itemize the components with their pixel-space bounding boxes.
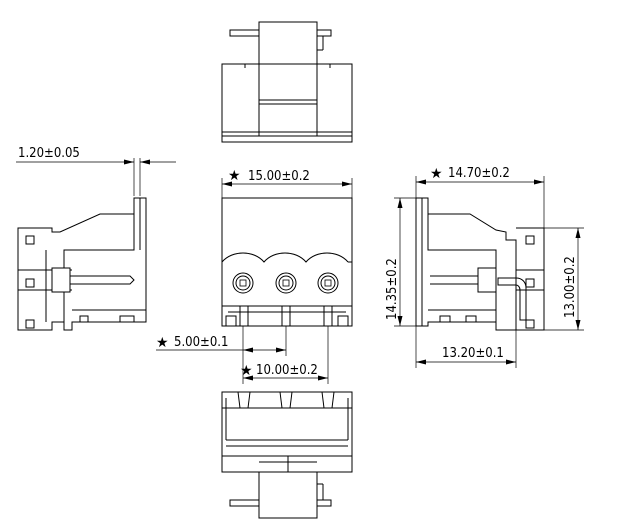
dim-side-height-right: 13.00±0.2 [544, 227, 584, 331]
dim-side-height-label: 14.35±0.2 [385, 258, 400, 320]
dim-side-depth-bottom-label: 13.20±0.1 [442, 346, 504, 361]
dim-pitch-label: 5.00±0.1 [174, 335, 228, 350]
left-side-view [17, 197, 147, 331]
bottom-view [221, 391, 353, 519]
dim-width-front: ★ 15.00±0.2 [221, 168, 353, 198]
dim-two-pitch-label: 10.00±0.2 [256, 363, 318, 378]
dim-side-depth-top: ★ 14.70±0.2 [415, 166, 545, 228]
dim-pitch: ★ 5.00±0.1 [156, 326, 287, 356]
dim-pitch-star: ★ [156, 335, 169, 351]
dim-side-depth-bottom: 13.20±0.1 [415, 326, 517, 368]
dim-two-pitch-star: ★ [240, 363, 253, 379]
dim-side-depth-top-label: 14.70±0.2 [448, 166, 510, 181]
dim-side-depth-star: ★ [430, 166, 443, 182]
top-view [221, 21, 353, 143]
front-view [221, 197, 353, 327]
dim-pin-thickness-label: 1.20±0.05 [18, 146, 80, 161]
dim-side-height-right-label: 13.00±0.2 [563, 256, 578, 318]
dim-width-front-label: 15.00±0.2 [248, 169, 310, 184]
dim-pin-thickness: 1.20±0.05 [16, 146, 176, 196]
dim-width-star: ★ [228, 168, 241, 184]
dim-side-height: 14.35±0.2 [385, 197, 416, 327]
right-side-view [415, 197, 545, 331]
dim-two-pitch: ★ 10.00±0.2 [240, 326, 329, 384]
